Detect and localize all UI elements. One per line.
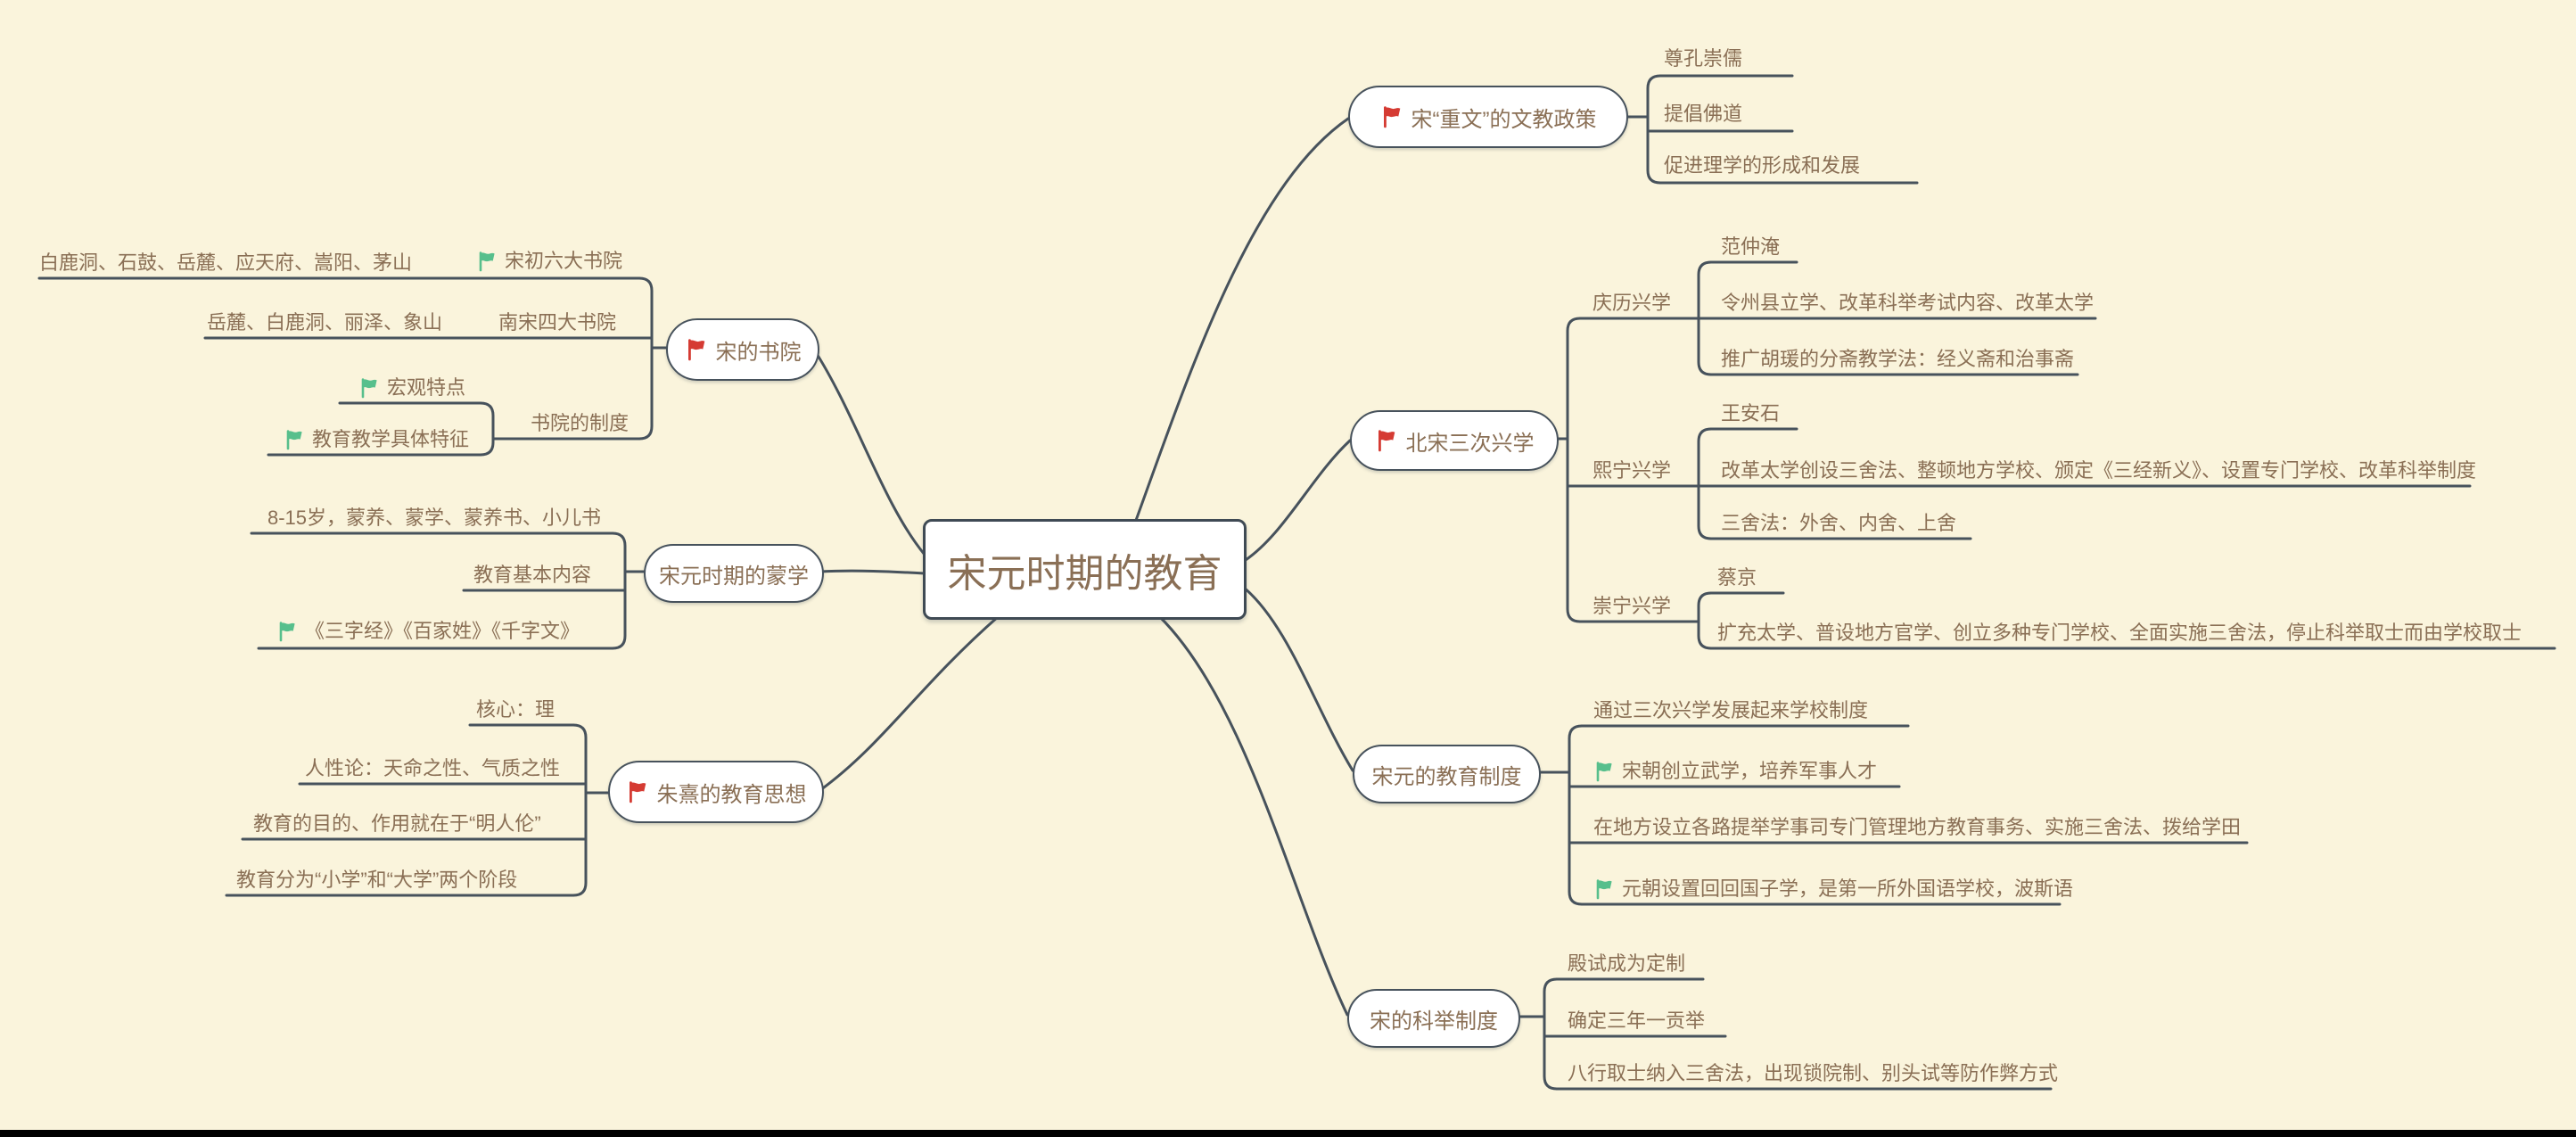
leaf-label: 《三字经》《百家姓》《千字文》: [305, 620, 580, 642]
leaf-jiaoyuzhidu-3[interactable]: 在地方设立各路提举学事司专门管理地方教育事务、实施三舍法、拨给学田: [1593, 816, 2242, 838]
branch-shuyuan[interactable]: 宋的书院: [666, 318, 819, 381]
red-flag-icon: [1378, 430, 1395, 452]
leaf-qingli-2[interactable]: 推广胡瑗的分斋教学法：经义斋和治事斋: [1721, 348, 2075, 370]
leaf-wenjiao-1[interactable]: 尊孔崇儒: [1664, 47, 1743, 70]
leaf-zhuxi-2[interactable]: 人性论：天命之性、气质之性: [305, 757, 561, 779]
leaf-sida-1[interactable]: 岳麓、白鹿洞、丽泽、象山: [207, 311, 443, 334]
branch-keju-lines: [1514, 977, 2053, 1091]
branch-wenjiao[interactable]: 宋“重文”的文教政策: [1348, 86, 1628, 148]
branch-mengxue-lines: [250, 531, 646, 650]
leaf-chongning-1[interactable]: 扩充太学、普设地方官学、创立多种专门学校、全面实施三舍法，停止科举取士而由学校取…: [1717, 622, 2523, 644]
leaf-keju-3[interactable]: 八行取士纳入三舍法，出现锁院制、别头试等防作弊方式: [1568, 1062, 2059, 1084]
branch-label: 北宋三次兴学: [1405, 431, 1535, 456]
sub-sida[interactable]: 南宋四大书院: [498, 311, 617, 334]
red-flag-icon: [1383, 106, 1400, 128]
leaf-qingli-1[interactable]: 令州县立学、改革科举考试内容、改革太学: [1721, 292, 2095, 314]
leaf-zhuxi-4[interactable]: 教育分为“小学”和“大学”两个阶段: [236, 869, 518, 891]
leaf-keju-1[interactable]: 殿试成为定制: [1568, 952, 1686, 975]
sub-qingli[interactable]: 庆历兴学: [1593, 292, 1672, 314]
branch-label: 宋“重文”的文教政策: [1411, 107, 1597, 132]
leaf-zhuxi-1[interactable]: 核心：理: [476, 698, 556, 721]
leaf-label: 元朝设置回回国子学，是第一所外国语学校，波斯语: [1622, 877, 2074, 900]
branch-keju[interactable]: 宋的科举制度: [1347, 989, 1520, 1048]
branch-jiaoyuzhidu[interactable]: 宋元的教育制度: [1353, 745, 1541, 803]
branch-shuyuan-lines: [37, 276, 668, 457]
leaf-wenjiao-3[interactable]: 促进理学的形成和发展: [1664, 154, 1861, 177]
leaf-jiaoyuzhidu-1[interactable]: 通过三次兴学发展起来学校制度: [1593, 699, 1869, 721]
central-topic[interactable]: 宋元时期的教育: [923, 519, 1247, 620]
leaf-zhidu-1[interactable]: 宏观特点: [358, 376, 465, 400]
branch-label: 宋的书院: [715, 340, 802, 365]
sub-label: 宋初六大书院: [505, 250, 623, 272]
branch-label: 宋元的教育制度: [1371, 764, 1522, 789]
leaf-zhidu-2[interactable]: 教育教学具体特征: [284, 428, 469, 451]
red-flag-icon: [629, 781, 646, 803]
green-flag-icon: [1596, 762, 1612, 782]
branch-wenjiao-lines: [1623, 74, 1919, 185]
leaf-xining-2[interactable]: 三舍法：外舍、内舍、上舍: [1721, 512, 1957, 534]
leaf-neirong-1[interactable]: 8-15岁，蒙养、蒙学、蒙养书、小儿书: [267, 507, 602, 529]
red-flag-icon: [687, 339, 704, 361]
leaf-label: 宋朝创立武学，培养军事人才: [1622, 760, 1878, 782]
sub-chongning[interactable]: 崇宁兴学: [1593, 595, 1672, 617]
leaf-chongning-person[interactable]: 蔡京: [1717, 566, 1757, 589]
leaf-keju-2[interactable]: 确定三年一贡举: [1568, 1009, 1706, 1032]
branch-sanci-lines: [1553, 260, 2556, 650]
branch-label: 宋元时期的蒙学: [659, 564, 809, 589]
green-flag-icon: [286, 430, 302, 450]
green-flag-icon: [479, 251, 495, 272]
branch-label: 朱熹的教育思想: [656, 782, 807, 807]
sub-liuda[interactable]: 宋初六大书院: [476, 250, 622, 273]
leaf-liuda-1[interactable]: 白鹿洞、石鼓、岳麓、应天府、嵩阳、茅山: [39, 251, 413, 274]
green-flag-icon: [1596, 879, 1612, 900]
leaf-wenjiao-2[interactable]: 提倡佛道: [1664, 103, 1743, 125]
bottom-black-bar: [0, 1130, 2576, 1137]
leaf-neirong-2[interactable]: 《三字经》《百家姓》《千字文》: [276, 620, 580, 643]
leaf-xining-person[interactable]: 王安石: [1721, 402, 1781, 424]
center-branch-curves: [812, 117, 1354, 1017]
sub-xining[interactable]: 熙宁兴学: [1593, 459, 1672, 482]
leaf-jiaoyuzhidu-2[interactable]: 宋朝创立武学，培养军事人才: [1593, 760, 1877, 783]
leaf-zhuxi-3[interactable]: 教育的目的、作用就在于“明人伦”: [253, 812, 541, 835]
leaf-label: 教育教学具体特征: [312, 428, 470, 450]
green-flag-icon: [361, 378, 377, 399]
green-flag-icon: [279, 622, 295, 642]
leaf-jiaoyuzhidu-4[interactable]: 元朝设置回回国子学，是第一所外国语学校，波斯语: [1593, 877, 2073, 901]
leaf-label: 宏观特点: [387, 376, 466, 399]
branch-mengxue[interactable]: 宋元时期的蒙学: [644, 544, 824, 603]
sub-shuyuan-zhidu[interactable]: 书院的制度: [531, 412, 630, 434]
leaf-xining-1[interactable]: 改革太学创设三舍法、整顿地方学校、颁定《三经新义》、设置专门学校、改革科举制度: [1721, 459, 2477, 482]
branch-sanci[interactable]: 北宋三次兴学: [1350, 410, 1559, 471]
sub-neirong[interactable]: 教育基本内容: [473, 564, 592, 586]
branch-zhuxi[interactable]: 朱熹的教育思想: [608, 761, 824, 823]
branch-label: 宋的科举制度: [1370, 1009, 1498, 1034]
branch-zhuxi-lines: [225, 723, 610, 897]
branch-jiaoyuzhidu-lines: [1535, 724, 2249, 906]
leaf-qingli-person[interactable]: 范仲淹: [1721, 235, 1781, 258]
